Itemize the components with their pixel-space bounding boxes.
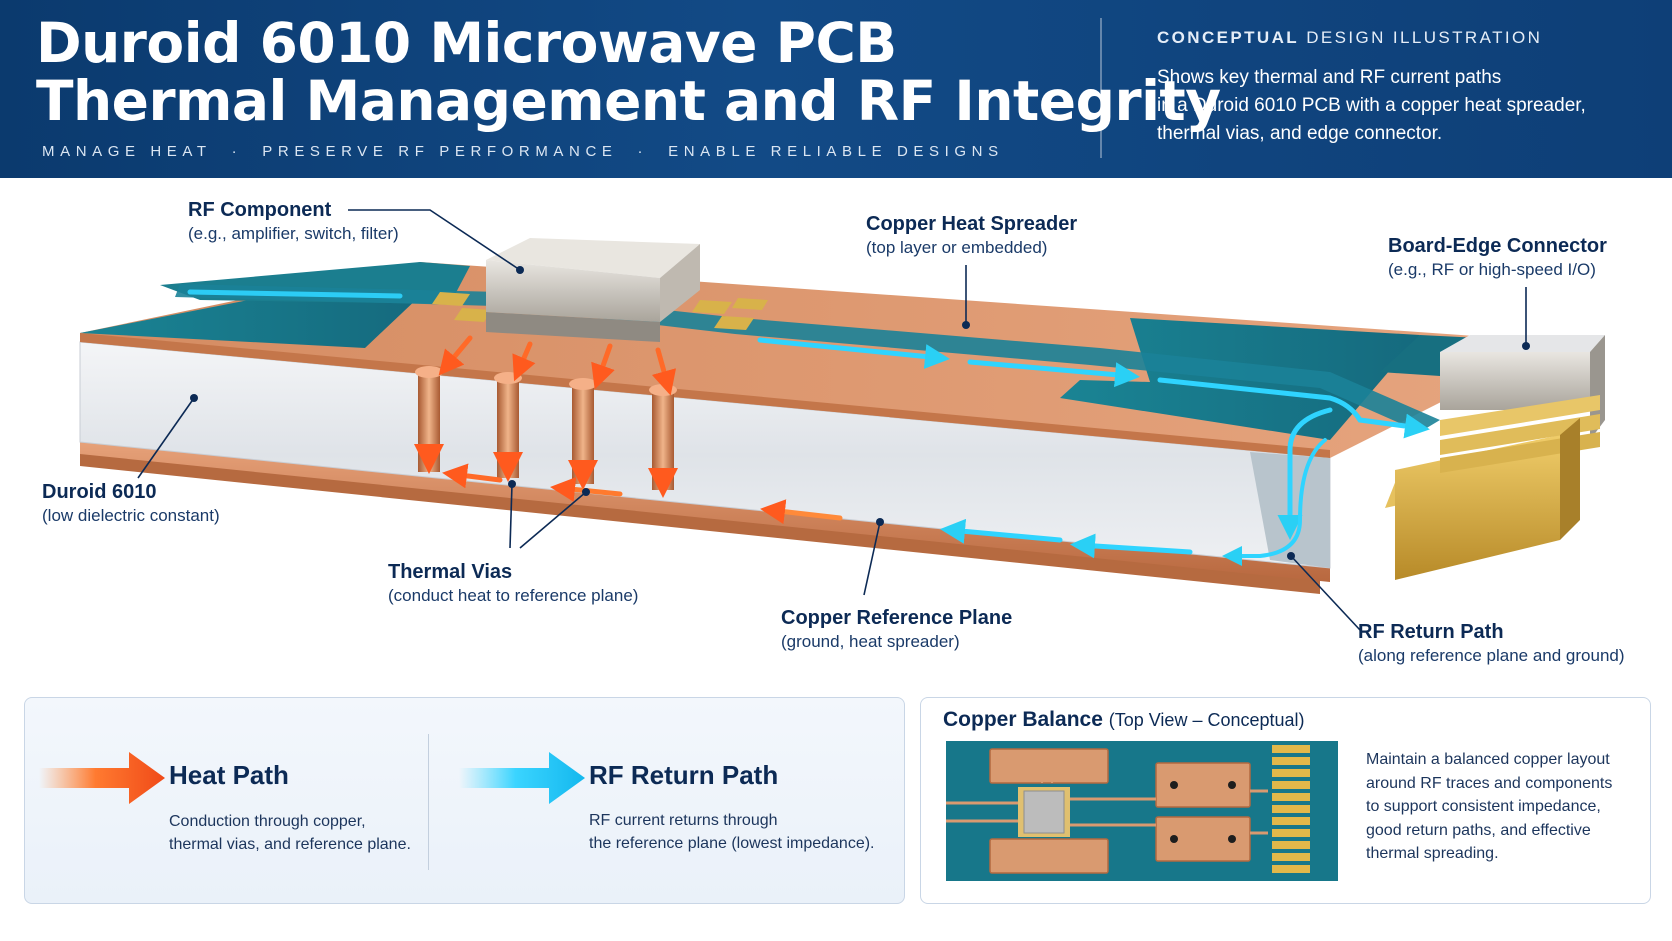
tagline: MANAGE HEAT · PRESERVE RF PERFORMANCE · ENAB… [42, 143, 1004, 160]
separator-dot: · [637, 143, 649, 160]
label-title: Thermal Vias [388, 561, 513, 583]
legend-divider [428, 734, 429, 870]
label-subtitle: (top layer or embedded) [866, 238, 1048, 257]
heat-path-arrows [414, 335, 843, 525]
concept-tag-bold: CONCEPTUAL [1157, 28, 1300, 47]
top-copper-edge [80, 333, 1330, 458]
label-title: Copper Heat Spreader [866, 213, 1078, 235]
label-title: RF Return Path [1358, 621, 1504, 643]
legend-panel: Heat Path Conduction through copper, the… [24, 697, 905, 904]
heat-path-arrow-icon [39, 752, 165, 804]
tagline-item: PRESERVE RF PERFORMANCE [262, 143, 618, 160]
copper-balance-description-line: good return paths, and effective [1366, 821, 1591, 839]
component-pads [432, 292, 768, 330]
copper-balance-description-line: around RF traces and components [1366, 774, 1613, 792]
label-title: Copper Reference Plane [781, 607, 1013, 629]
copper-balance-description-line: Maintain a balanced copper layout [1366, 751, 1610, 768]
reference-plane-edge [80, 452, 1320, 594]
label-thermal-vias: Thermal Vias (conduct heat to reference … [388, 560, 638, 607]
legend-heat-description-line: thermal vias, and reference plane. [169, 836, 411, 853]
label-subtitle: (low dielectric constant) [42, 506, 220, 525]
pcb-diagram: RF Component (e.g., amplifier, switch, f… [0, 178, 1672, 685]
concept-description-line: in a Duroid 6010 PCB with a copper heat … [1157, 95, 1586, 116]
label-title: RF Component [188, 199, 332, 221]
copper-balance-panel: Copper Balance (Top View – Conceptual) M… [920, 697, 1651, 904]
label-title: Board-Edge Connector [1388, 235, 1607, 257]
copper-balance-description: Maintain a balanced copper layout around… [1366, 748, 1612, 866]
rf-component-package [486, 238, 700, 342]
copper-balance-heading: Copper Balance [943, 708, 1103, 731]
concept-description-line: thermal vias, and edge connector. [1157, 123, 1443, 144]
tagline-item: MANAGE HEAT [42, 143, 212, 160]
label-subtitle: (ground, heat spreader) [781, 632, 960, 651]
page-title-line2: Thermal Management and RF Integrity [36, 69, 1221, 133]
solder-mask-left [80, 290, 420, 348]
concept-description-line: Shows key thermal and RF current paths [1157, 67, 1502, 88]
label-title: Duroid 6010 [42, 481, 157, 503]
label-rf-component: RF Component (e.g., amplifier, switch, f… [188, 198, 399, 245]
marker-dot-icon [190, 266, 1530, 560]
label-rf-return: RF Return Path (along reference plane an… [1358, 620, 1625, 667]
rf-trace [175, 284, 1440, 432]
pcb-cross-section-illustration [79, 209, 1605, 631]
leader-lines [137, 209, 1527, 631]
label-subtitle: (conduct heat to reference plane) [388, 586, 639, 605]
copper-balance-title: Copper Balance (Top View – Conceptual) [943, 708, 1305, 732]
label-duroid: Duroid 6010 (low dielectric constant) [42, 480, 220, 527]
header-banner: Duroid 6010 Microwave PCB Thermal Manage… [0, 0, 1672, 178]
rf-return-arrows [187, 289, 1430, 566]
copper-balance-top-view [946, 741, 1338, 881]
separator-dot: · [231, 143, 243, 160]
legend-heat-description: Conduction through copper, thermal vias,… [169, 810, 411, 856]
page-title-line1: Duroid 6010 Microwave PCB [36, 11, 897, 75]
header-divider [1100, 18, 1102, 158]
copper-balance-description-line: to support consistent impedance, [1366, 798, 1601, 815]
concept-tag-rest: DESIGN ILLUSTRATION [1306, 28, 1543, 47]
label-heat-spreader: Copper Heat Spreader (top layer or embed… [866, 212, 1077, 259]
copper-balance-description-line: thermal spreading. [1366, 845, 1499, 862]
copper-balance-subtitle: (Top View – Conceptual) [1108, 710, 1305, 730]
legend-heat-description-line: Conduction through copper, [169, 813, 366, 830]
board-edge-connector [1385, 335, 1605, 580]
legend-rf-title: RF Return Path [589, 760, 779, 790]
legend-rf-description-line: RF current returns through [589, 812, 778, 829]
rf-path-arrow-icon [459, 752, 585, 804]
legend-heat-title: Heat Path [169, 760, 289, 790]
concept-tag: CONCEPTUAL DESIGN ILLUSTRATION [1157, 28, 1542, 48]
reference-plane [80, 440, 1330, 582]
label-edge-connector: Board-Edge Connector (e.g., RF or high-s… [1388, 234, 1607, 281]
label-subtitle: (e.g., amplifier, switch, filter) [188, 224, 399, 243]
label-subtitle: (along reference plane and ground) [1358, 646, 1625, 665]
legend-rf-description: RF current returns through the reference… [589, 809, 875, 855]
tagline-item: ENABLE RELIABLE DESIGNS [668, 143, 1004, 160]
legend-rf-description-line: the reference plane (lowest impedance). [589, 835, 875, 852]
concept-description: Shows key thermal and RF current paths i… [1157, 64, 1657, 148]
label-subtitle: (e.g., RF or high-speed I/O) [1388, 260, 1596, 279]
label-ref-plane: Copper Reference Plane (ground, heat spr… [781, 606, 1012, 653]
